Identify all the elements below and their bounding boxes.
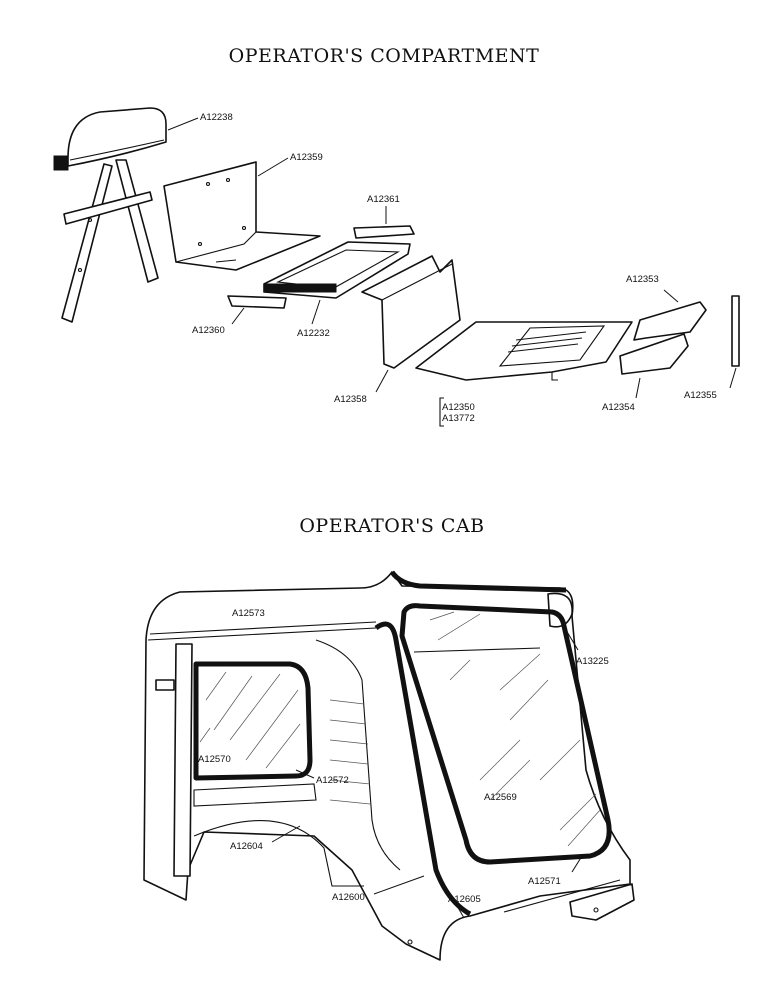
label-front-cover: A12360 xyxy=(192,325,225,336)
back-plate-part xyxy=(163,161,321,271)
label-roof-rail: A13225 xyxy=(576,656,609,667)
floor-plate-part xyxy=(415,321,633,381)
label-side-glass: A12570 xyxy=(198,754,231,765)
seat-part xyxy=(53,107,167,323)
label-fender: A12605 xyxy=(448,894,481,905)
label-lower-panel: A12604 xyxy=(230,841,263,852)
label-back-plate: A12359 xyxy=(290,152,323,163)
label-side-glass-seal: A12572 xyxy=(316,775,349,786)
label-seat: A12238 xyxy=(200,112,233,123)
floor-plate-bracket xyxy=(439,397,444,427)
front-cover-part xyxy=(227,295,287,309)
label-floor-plate-2: A13772 xyxy=(442,413,475,424)
front-glass-part xyxy=(399,603,612,865)
right-plate-lower-part xyxy=(619,333,689,375)
label-strip: A12355 xyxy=(684,390,717,401)
cab-body xyxy=(143,570,635,961)
label-floor-plate-1: A12350 xyxy=(442,402,475,413)
label-front-glass: A12569 xyxy=(484,792,517,803)
label-riser: A12358 xyxy=(334,394,367,405)
side-glass-part xyxy=(193,661,313,781)
frame-part xyxy=(263,241,411,299)
label-frame: A12232 xyxy=(297,328,330,339)
top-cover-part xyxy=(353,225,415,239)
label-front-glass-seal: A12571 xyxy=(528,876,561,887)
label-right-plate-lower: A12354 xyxy=(602,402,635,413)
right-plate-upper-part xyxy=(633,301,707,341)
label-right-plate-upper: A12353 xyxy=(626,274,659,285)
label-edge-trim: A12600 xyxy=(332,892,365,903)
label-top-cover: A12361 xyxy=(367,194,400,205)
label-roof: A12573 xyxy=(232,608,265,619)
cab-title: OPERATOR'S CAB xyxy=(299,515,484,537)
riser-part xyxy=(361,255,461,369)
strip-part xyxy=(731,295,740,367)
compartment-title: OPERATOR'S COMPARTMENT xyxy=(229,45,540,67)
